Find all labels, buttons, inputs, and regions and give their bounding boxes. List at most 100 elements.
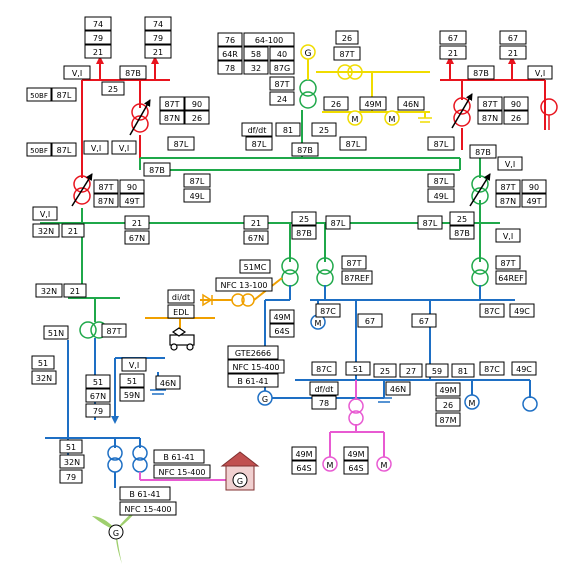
green-transformer-mid	[316, 257, 334, 287]
relay-vi-tr: V,I	[527, 65, 553, 80]
svg-text:90: 90	[511, 100, 521, 109]
aux-motor-1: M	[347, 110, 363, 126]
svg-text:51: 51	[38, 359, 48, 368]
svg-text:49L: 49L	[434, 192, 449, 201]
relay-74-tm: 74	[144, 16, 172, 31]
svg-text:NFC 13-100: NFC 13-100	[220, 281, 267, 290]
relay-87t-gen: 87T	[333, 46, 361, 61]
svg-text:87L: 87L	[174, 140, 189, 149]
svg-text:87T: 87T	[106, 327, 121, 336]
relay-87b-tl: 87B	[119, 65, 147, 80]
relay-58: 58	[243, 46, 269, 61]
relay-32n-l: 32N	[31, 370, 57, 385]
svg-text:87T: 87T	[164, 100, 179, 109]
svg-text:49L: 49L	[190, 192, 205, 201]
svg-text:59: 59	[432, 367, 442, 376]
svg-text:32N: 32N	[36, 374, 52, 383]
svg-text:26: 26	[342, 34, 352, 43]
relay-49m-b: 49M	[435, 382, 461, 397]
relay-26-tr: 26	[503, 110, 529, 125]
relay-87l-mid: 87L	[339, 136, 367, 151]
green-transformer-gen	[299, 79, 317, 109]
svg-text:25: 25	[108, 85, 118, 94]
label-nfc-15-400-bl2: NFC 15-400	[119, 501, 177, 516]
svg-text:87C: 87C	[320, 307, 336, 316]
relay-81: 81	[275, 122, 301, 137]
relay-21-c: 21	[243, 215, 269, 230]
svg-text:21: 21	[508, 49, 518, 58]
relay-87t-mid: 87T	[341, 255, 367, 270]
relay-49m-m: 49M	[269, 309, 295, 324]
blue-ground-b46n	[376, 397, 392, 403]
relay-78: 78	[217, 60, 243, 75]
svg-text:M: M	[389, 115, 396, 124]
svg-text:21: 21	[70, 287, 80, 296]
aux-motor-2: M	[384, 110, 400, 126]
svg-text:V,I: V,I	[40, 210, 50, 219]
svg-text:49M: 49M	[347, 450, 364, 459]
relay-67-m: 67	[357, 313, 383, 328]
relay-21-w: 21	[61, 223, 85, 238]
relay-26-tl: 26	[184, 110, 210, 125]
relay-50bf-tl: 50BF	[26, 87, 52, 102]
relay-87c-m: 87C	[315, 303, 341, 318]
aux-ground	[418, 117, 432, 123]
green-transformer-gr	[471, 175, 489, 205]
relay-51mc: 51MC	[239, 259, 271, 274]
svg-text:87L: 87L	[423, 219, 438, 228]
relay-67n-c: 67N	[243, 230, 269, 245]
svg-text:81: 81	[458, 367, 468, 376]
svg-text:49C: 49C	[516, 365, 532, 374]
svg-text:81: 81	[283, 126, 293, 135]
svg-text:64REF: 64REF	[498, 274, 524, 283]
relay-49t-gl2: 49T	[119, 193, 145, 208]
svg-text:49M: 49M	[439, 386, 456, 395]
svg-text:51: 51	[66, 443, 76, 452]
relay-64ref: 64REF	[495, 270, 527, 285]
label-edl: EDL	[167, 304, 195, 319]
svg-text:79: 79	[93, 407, 103, 416]
svg-text:64-100: 64-100	[255, 36, 283, 45]
relay-87l-df: 87L	[245, 136, 273, 151]
pink-transformer	[348, 398, 364, 426]
svg-text:50BF: 50BF	[30, 92, 48, 100]
blue-gen-symbol-b	[522, 396, 538, 412]
relay-49c-b: 49C	[511, 361, 537, 376]
relay-vi-l: V,I	[121, 357, 147, 372]
relay-87t-gl2: 87T	[93, 179, 119, 194]
generator-g-symbol: G	[300, 44, 316, 80]
svg-text:EDL: EDL	[173, 308, 189, 317]
gte-generator: G	[257, 390, 273, 406]
relay-vi-tl2: V,I	[83, 140, 109, 155]
relay-87m-b: 87M	[435, 412, 461, 427]
svg-text:74: 74	[153, 20, 163, 29]
svg-text:32N: 32N	[41, 287, 57, 296]
relay-27-b: 27	[399, 363, 423, 378]
relay-81-b: 81	[451, 363, 475, 378]
relay-21-tm: 21	[144, 44, 172, 59]
svg-text:78: 78	[225, 64, 235, 73]
relay-64s-m: 64S	[269, 323, 295, 338]
svg-text:90: 90	[192, 100, 202, 109]
blue-ground-46n	[150, 389, 166, 395]
green-transformer-mc	[281, 257, 299, 287]
relay-87n-gr: 87N	[495, 193, 521, 208]
svg-text:NFC 15-400: NFC 15-400	[124, 505, 171, 514]
svg-text:87L: 87L	[346, 140, 361, 149]
relay-label-boxes: 74 79 21 74 79 21 V,I 87B 50BF 87L 25 87…	[26, 16, 553, 516]
svg-text:21: 21	[93, 48, 103, 57]
blue-transformer-bl2	[132, 445, 148, 473]
svg-text:64R: 64R	[222, 50, 238, 59]
svg-text:26: 26	[331, 100, 341, 109]
svg-text:79: 79	[93, 34, 103, 43]
relay-79-l: 79	[85, 403, 111, 418]
svg-text:51: 51	[127, 377, 137, 386]
relay-87ref: 87REF	[341, 270, 373, 285]
relay-87b-tr: 87B	[467, 65, 495, 80]
svg-text:M: M	[352, 115, 359, 124]
relay-49m-pk2: 49M	[343, 446, 369, 461]
relay-49l-gr: 49L	[427, 188, 455, 203]
svg-text:87N: 87N	[482, 114, 498, 123]
relay-vi-r: V,I	[495, 228, 521, 243]
label-gte2666: GTE2666	[227, 345, 279, 360]
